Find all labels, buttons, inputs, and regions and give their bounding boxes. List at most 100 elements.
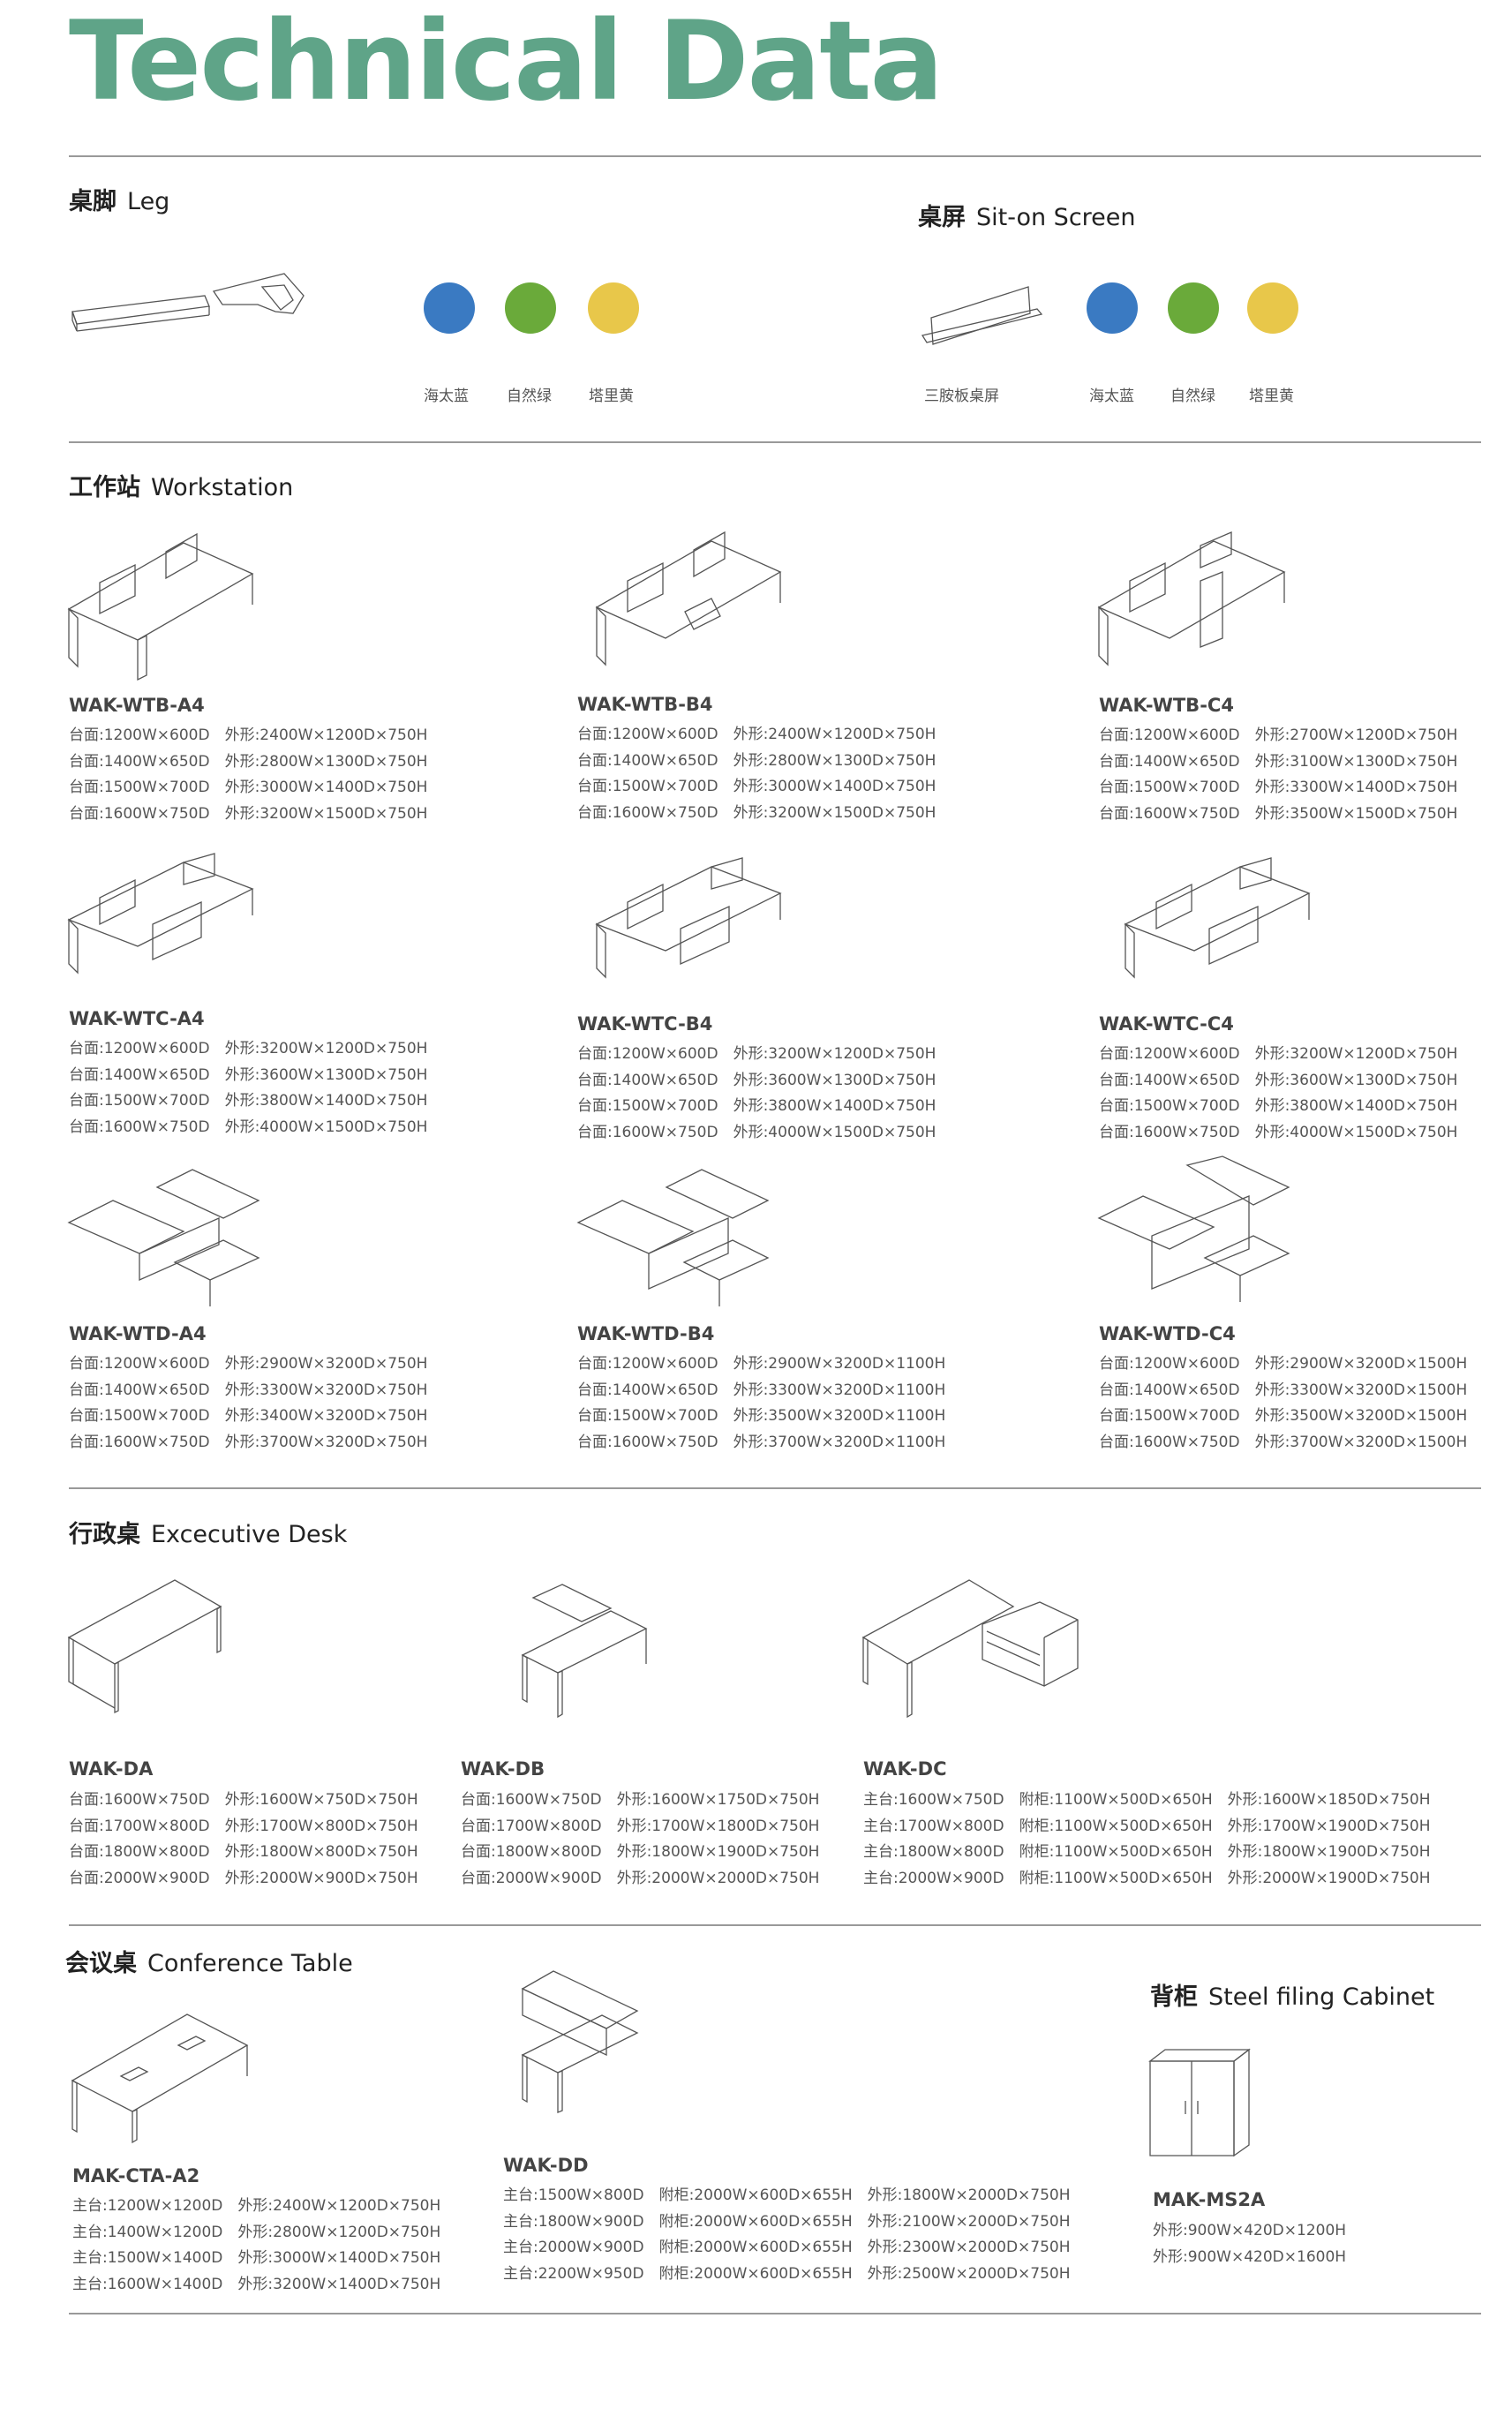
divider	[69, 155, 1481, 157]
screen-swatch-yellow[interactable]	[1247, 282, 1298, 334]
product-specs: 台面:1600W×750D 外形:1600W×1750D×750H 台面:170…	[461, 1788, 819, 1892]
spec-line: 主台:2000W×900D 附柜:1100W×500D×650H 外形:2000…	[863, 1869, 1431, 1887]
product-illustration-wak-da	[67, 1579, 222, 1714]
spec-line: 台面:1600W×750D 外形:1600W×1750D×750H	[461, 1791, 820, 1809]
spec-line: 台面:1500W×700D 外形:3000W×1400D×750H	[577, 778, 937, 795]
product-model: WAK-WTC-B4	[577, 1013, 713, 1035]
product-illustration-wtb-c4	[1097, 531, 1286, 666]
section-executive-cn: 行政桌	[69, 1521, 140, 1548]
spec-line: 台面:1400W×650D 外形:3600W×1300D×750H	[69, 1065, 428, 1084]
screen-swatch-blue[interactable]	[1087, 282, 1138, 334]
spec-line: 主台:1600W×1400D 外形:3200W×1400D×750H	[72, 2275, 441, 2293]
product-specs: 主台:1500W×800D 附柜:2000W×600D×655H 外形:1800…	[503, 2183, 1071, 2287]
spec-line: 台面:1700W×800D 外形:1700W×1800D×750H	[461, 1817, 820, 1835]
page-title: Technical Data	[69, 0, 944, 125]
spec-line: 台面:1500W×700D 外形:3800W×1400D×750H	[577, 1097, 937, 1115]
spec-line: 台面:1200W×600D 外形:3200W×1200D×750H	[69, 1040, 428, 1057]
leg-swatch-blue[interactable]	[424, 282, 475, 334]
product-specs: 外形:900W×420D×1200H 外形:900W×420D×1600H	[1153, 2218, 1346, 2270]
leg-swatch-yellow[interactable]	[588, 282, 639, 334]
product-model: WAK-WTB-A4	[69, 695, 205, 716]
product-model: WAK-WTC-C4	[1099, 1013, 1234, 1035]
spec-line: 主台:1500W×800D 附柜:2000W×600D×655H 外形:1800…	[503, 2186, 1071, 2204]
spec-line: 台面:1200W×600D 外形:3200W×1200D×750H	[577, 1045, 937, 1063]
section-cabinet-cn: 背柜	[1150, 1983, 1198, 2011]
product-illustration-mak-cta-a2	[71, 2013, 249, 2144]
divider	[69, 2313, 1481, 2314]
product-illustration-wtd-b4	[576, 1169, 770, 1306]
section-conference-cn: 会议桌	[65, 1950, 137, 1977]
spec-line: 主台:1500W×1400D 外形:3000W×1400D×750H	[72, 2249, 441, 2267]
section-workstation-en: Workstation	[151, 474, 294, 501]
spec-line: 台面:1400W×650D 外形:3600W×1300D×750H	[577, 1071, 937, 1089]
screen-illustration	[921, 286, 1043, 345]
product-illustration-wtc-b4	[595, 857, 782, 979]
spec-line: 台面:1400W×650D 外形:2800W×1300D×750H	[577, 751, 937, 770]
leg-swatch-green[interactable]	[505, 282, 556, 334]
product-specs: 台面:1200W×600D 外形:2400W×1200D×750H 台面:140…	[577, 722, 936, 826]
product-model: WAK-WTB-C4	[1099, 695, 1234, 716]
product-illustration-wtb-a4	[67, 532, 254, 681]
product-specs: 台面:1200W×600D 外形:3200W×1200D×750H 台面:140…	[69, 1036, 427, 1140]
product-illustration-wtc-a4	[67, 853, 254, 975]
product-model: WAK-DD	[503, 2155, 589, 2176]
product-specs: 台面:1200W×600D 外形:2900W×3200D×1500H 台面:14…	[1099, 1351, 1467, 1456]
section-cabinet-en: Steel filing Cabinet	[1208, 1983, 1435, 2011]
product-specs: 台面:1200W×600D 外形:3200W×1200D×750H 台面:140…	[1099, 1042, 1457, 1146]
spec-line: 台面:1400W×650D 外形:3300W×3200D×750H	[69, 1381, 428, 1399]
spec-line: 台面:1600W×750D 外形:1600W×750D×750H	[69, 1791, 418, 1809]
section-executive-en: Excecutive Desk	[151, 1521, 348, 1548]
spec-line: 台面:1200W×600D 外形:2900W×3200D×750H	[69, 1355, 428, 1373]
spec-line: 台面:1600W×750D 外形:3700W×3200D×750H	[69, 1433, 428, 1451]
section-screen-cn: 桌屏	[918, 204, 966, 231]
spec-line: 主台:1400W×1200D 外形:2800W×1200D×750H	[72, 2223, 441, 2241]
section-leg-cn: 桌脚	[69, 188, 117, 215]
product-specs: 台面:1600W×750D 外形:1600W×750D×750H 台面:1700…	[69, 1788, 418, 1892]
product-illustration-wtd-a4	[67, 1169, 260, 1306]
product-specs: 主台:1200W×1200D 外形:2400W×1200D×750H 主台:14…	[72, 2194, 440, 2298]
screen-swatch-label: 塔里黄	[1249, 388, 1294, 405]
spec-line: 台面:1200W×600D 外形:3200W×1200D×750H	[1099, 1045, 1458, 1063]
spec-line: 台面:1400W×650D 外形:3100W×1300D×750H	[1099, 752, 1458, 771]
spec-line: 台面:2000W×900D 外形:2000W×900D×750H	[69, 1869, 418, 1887]
divider	[69, 441, 1481, 443]
spec-line: 台面:1600W×750D 外形:3200W×1500D×750H	[577, 803, 937, 822]
product-model: WAK-DC	[863, 1758, 947, 1780]
screen-swatch-green[interactable]	[1168, 282, 1219, 334]
spec-line: 台面:1800W×800D 外形:1800W×800D×750H	[69, 1843, 418, 1861]
leg-swatch-label: 海太蓝	[424, 388, 469, 405]
section-workstation-title: 工作站 Workstation	[69, 468, 293, 502]
spec-line: 台面:1500W×700D 外形:3800W×1400D×750H	[1099, 1097, 1458, 1115]
section-screen-en: Sit-on Screen	[976, 204, 1136, 231]
section-workstation-cn: 工作站	[69, 474, 140, 501]
divider	[69, 1924, 1481, 1926]
spec-line: 台面:1500W×700D 外形:3300W×1400D×750H	[1099, 779, 1458, 796]
section-executive-title: 行政桌 Excecutive Desk	[69, 1515, 347, 1549]
spec-line: 台面:1200W×600D 外形:2700W×1200D×750H	[1099, 726, 1458, 744]
spec-line: 台面:2000W×900D 外形:2000W×2000D×750H	[461, 1869, 820, 1887]
spec-line: 台面:1500W×700D 外形:3000W×1400D×750H	[69, 779, 428, 796]
product-model: WAK-WTD-B4	[577, 1323, 715, 1344]
spec-line: 台面:1200W×600D 外形:2400W×1200D×750H	[577, 726, 937, 743]
leg-swatch-label: 自然绿	[507, 388, 552, 405]
spec-line: 台面:1400W×650D 外形:3600W×1300D×750H	[1099, 1071, 1458, 1089]
product-illustration-mak-ms2a	[1148, 2048, 1251, 2157]
product-illustration-wak-dc	[861, 1579, 1079, 1719]
spec-line: 台面:1400W×650D 外形:3300W×3200D×1100H	[577, 1381, 946, 1399]
spec-line: 台面:1600W×750D 外形:3700W×3200D×1100H	[577, 1433, 946, 1451]
spec-line: 主台:1600W×750D 附柜:1100W×500D×650H 外形:1600…	[863, 1791, 1431, 1809]
spec-line: 主台:1800W×900D 附柜:2000W×600D×655H 外形:2100…	[503, 2212, 1071, 2231]
product-specs: 台面:1200W×600D 外形:2700W×1200D×750H 台面:140…	[1099, 723, 1457, 827]
spec-line: 主台:2000W×900D 附柜:2000W×600D×655H 外形:2300…	[503, 2239, 1071, 2256]
screen-swatch-label: 自然绿	[1170, 388, 1215, 405]
section-conference-en: Conference Table	[147, 1950, 353, 1977]
section-cabinet-title: 背柜 Steel filing Cabinet	[1150, 1977, 1434, 2012]
product-specs: 主台:1600W×750D 附柜:1100W×500D×650H 外形:1600…	[863, 1788, 1431, 1892]
spec-line: 外形:900W×420D×1200H	[1153, 2222, 1347, 2239]
product-illustration-wtc-c4	[1124, 857, 1311, 979]
section-conference-title: 会议桌 Conference Table	[65, 1944, 353, 1978]
product-specs: 台面:1200W×600D 外形:2900W×3200D×1100H 台面:14…	[577, 1351, 945, 1456]
spec-line: 台面:1700W×800D 外形:1700W×800D×750H	[69, 1817, 418, 1835]
spec-line: 主台:1700W×800D 附柜:1100W×500D×650H 外形:1700…	[863, 1817, 1431, 1835]
